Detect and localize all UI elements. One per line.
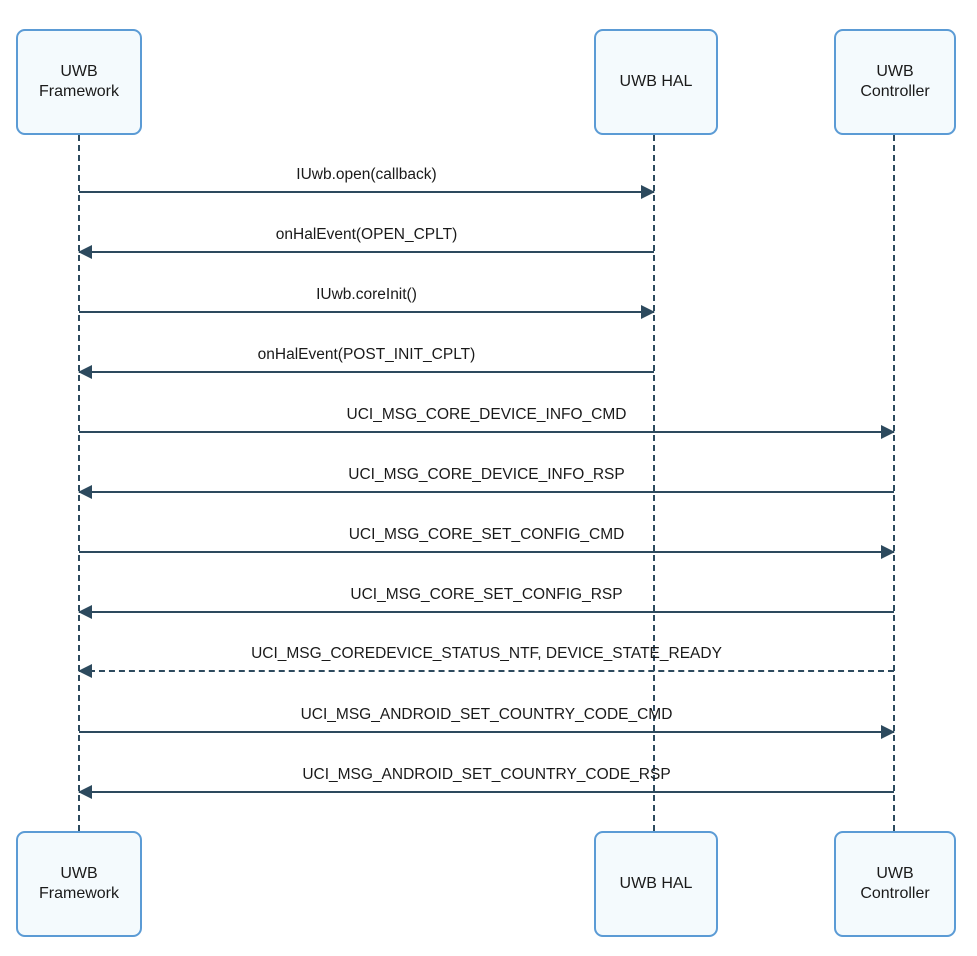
message-label: IUwb.open(callback) bbox=[296, 166, 437, 183]
arrow-shaft bbox=[79, 611, 894, 613]
lifeline-controller bbox=[893, 135, 895, 831]
participant-label: UWB Controller bbox=[860, 62, 930, 100]
message-label: UCI_MSG_CORE_SET_CONFIG_CMD bbox=[348, 526, 625, 543]
message-label: UCI_MSG_ANDROID_SET_COUNTRY_CODE_RSP bbox=[302, 766, 671, 783]
arrow-shaft bbox=[79, 431, 894, 433]
message-label: onHalEvent(OPEN_CPLT) bbox=[275, 226, 458, 243]
message-label: UCI_MSG_CORE_SET_CONFIG_RSP bbox=[350, 586, 623, 603]
participant-box-controller-bottom: UWB Controller bbox=[834, 831, 956, 937]
arrow-head-left bbox=[78, 485, 92, 499]
arrow-shaft bbox=[79, 791, 894, 793]
lifeline-hal bbox=[653, 135, 655, 831]
arrow-head-right bbox=[881, 425, 895, 439]
arrow-head-left bbox=[78, 785, 92, 799]
participant-box-controller-top: UWB Controller bbox=[834, 29, 956, 135]
arrow-head-right bbox=[641, 185, 655, 199]
participant-box-framework-bottom: UWB Framework bbox=[16, 831, 142, 937]
participant-box-framework-top: UWB Framework bbox=[16, 29, 142, 135]
participant-label: UWB HAL bbox=[619, 72, 693, 90]
arrow-shaft bbox=[79, 371, 654, 373]
participant-box-hal-bottom: UWB HAL bbox=[594, 831, 718, 937]
participant-label: UWB HAL bbox=[619, 874, 693, 892]
arrow-shaft bbox=[79, 311, 654, 313]
arrow-shaft bbox=[79, 731, 894, 733]
arrow-shaft bbox=[79, 670, 894, 672]
participant-label: UWB Controller bbox=[860, 864, 930, 902]
arrow-head-right bbox=[641, 305, 655, 319]
lifeline-framework bbox=[78, 135, 80, 831]
message-label: UCI_MSG_COREDEVICE_STATUS_NTF, DEVICE_ST… bbox=[251, 645, 722, 662]
arrow-head-left bbox=[78, 245, 92, 259]
arrow-shaft bbox=[79, 551, 894, 553]
arrow-shaft bbox=[79, 491, 894, 493]
message-label: IUwb.coreInit() bbox=[316, 286, 417, 303]
arrow-shaft bbox=[79, 251, 654, 253]
arrow-head-left bbox=[78, 365, 92, 379]
arrow-shaft bbox=[79, 191, 654, 193]
arrow-head-right bbox=[881, 545, 895, 559]
message-label: UCI_MSG_ANDROID_SET_COUNTRY_CODE_CMD bbox=[300, 706, 673, 723]
arrow-head-left bbox=[78, 664, 92, 678]
participant-label: UWB Framework bbox=[38, 864, 119, 902]
participant-box-hal-top: UWB HAL bbox=[594, 29, 718, 135]
arrow-head-left bbox=[78, 605, 92, 619]
participant-label: UWB Framework bbox=[38, 62, 119, 100]
message-label: onHalEvent(POST_INIT_CPLT) bbox=[257, 346, 476, 363]
message-label: UCI_MSG_CORE_DEVICE_INFO_RSP bbox=[348, 466, 625, 483]
arrow-head-right bbox=[881, 725, 895, 739]
message-label: UCI_MSG_CORE_DEVICE_INFO_CMD bbox=[346, 406, 627, 423]
